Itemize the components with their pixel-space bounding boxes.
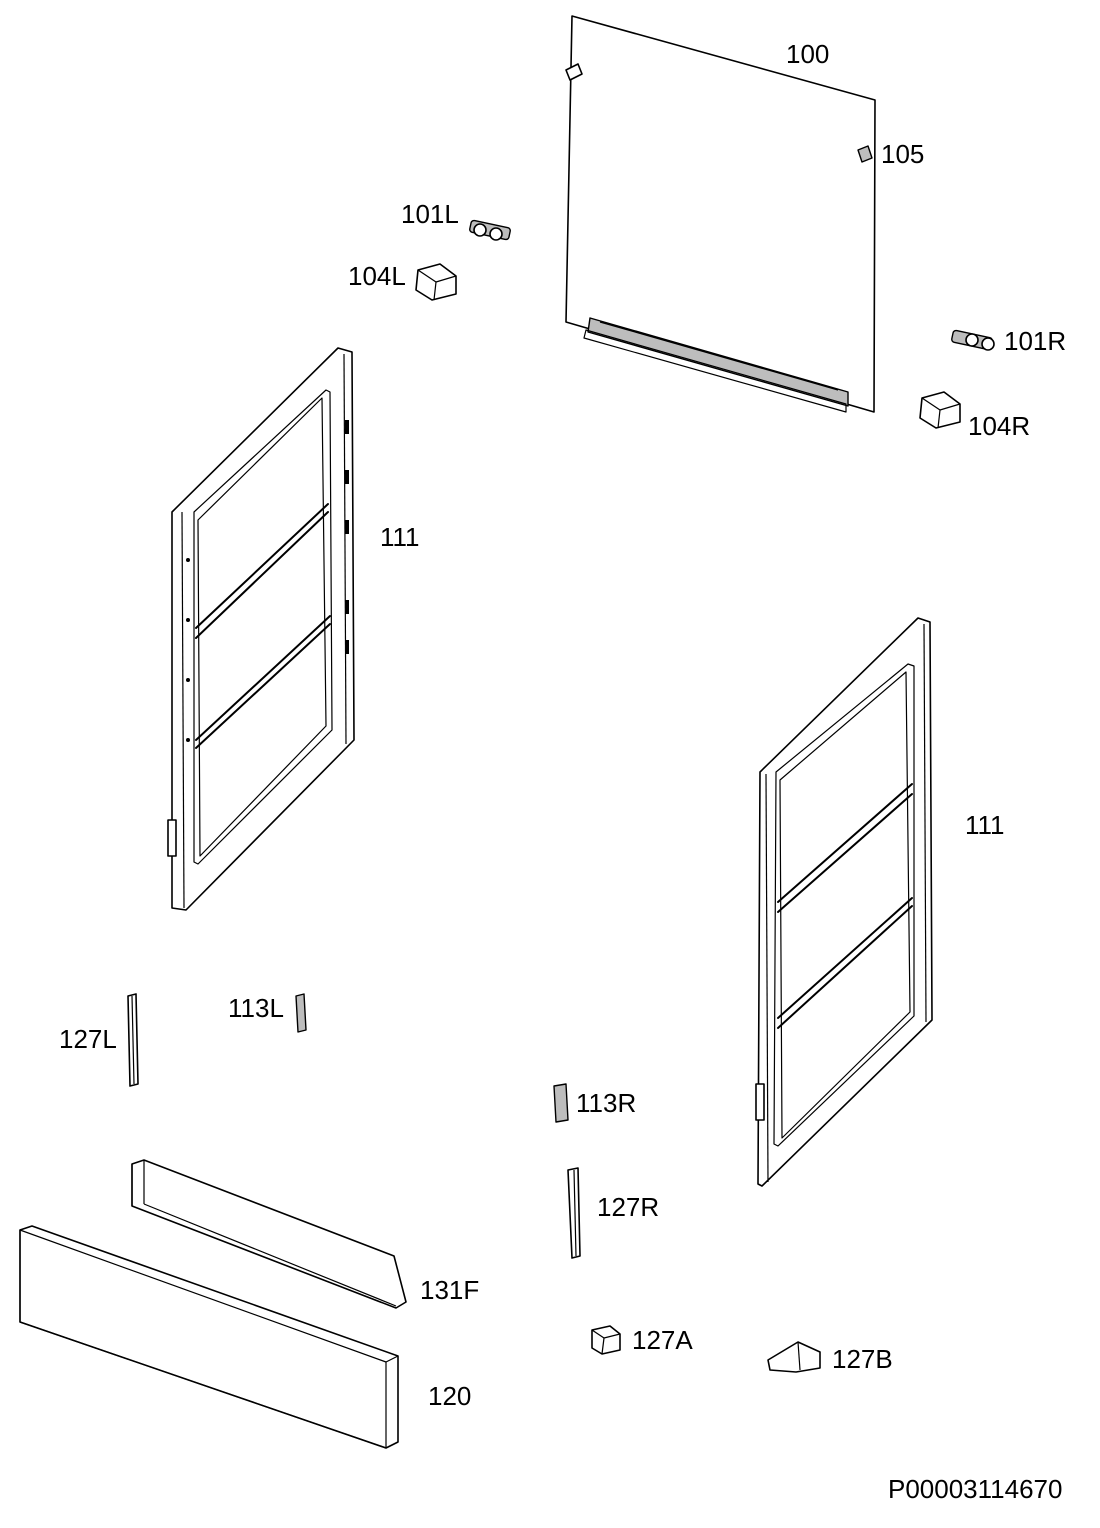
callout-100: 100 (786, 39, 829, 69)
part-111-inner-frame-left (167, 347, 355, 911)
part-127A-clip (591, 1325, 621, 1355)
part-131F-strip (131, 1159, 407, 1309)
part-113L-latch (295, 993, 307, 1033)
part-120-front-panel (19, 1225, 399, 1449)
callout-101L: 101L (401, 199, 459, 229)
callout-105: 105 (881, 139, 924, 169)
callout-113R: 113R (576, 1088, 636, 1118)
part-111-inner-frame-right (755, 617, 933, 1187)
part-100-glass-panel (565, 15, 876, 413)
part-104R-hinge-block (919, 391, 961, 429)
document-id: P00003114670 (888, 1474, 1062, 1504)
part-127B-bracket (767, 1341, 821, 1373)
callout-120: 120 (428, 1381, 471, 1411)
callout-104L: 104L (348, 261, 406, 291)
part-127R-bracket (567, 1167, 581, 1259)
callout-127B: 127B (832, 1344, 893, 1374)
callout-127L: 127L (59, 1024, 117, 1054)
callout-113L: 113L (228, 993, 284, 1023)
callout-111-right: 111 (965, 810, 1005, 840)
part-101L-hinge-pin (469, 219, 511, 241)
part-105-clip (857, 145, 873, 163)
part-113R-latch (553, 1083, 569, 1123)
callout-127A: 127A (632, 1325, 693, 1355)
callout-104R: 104R (968, 411, 1030, 441)
callout-101R: 101R (1004, 326, 1066, 356)
callout-127R: 127R (597, 1192, 659, 1222)
callout-111-left: 111 (380, 522, 420, 552)
part-101R-hinge-pin (951, 329, 995, 351)
part-104L-hinge-block (415, 263, 457, 301)
callout-131F: 131F (420, 1275, 479, 1305)
part-127L-bracket (127, 993, 139, 1087)
